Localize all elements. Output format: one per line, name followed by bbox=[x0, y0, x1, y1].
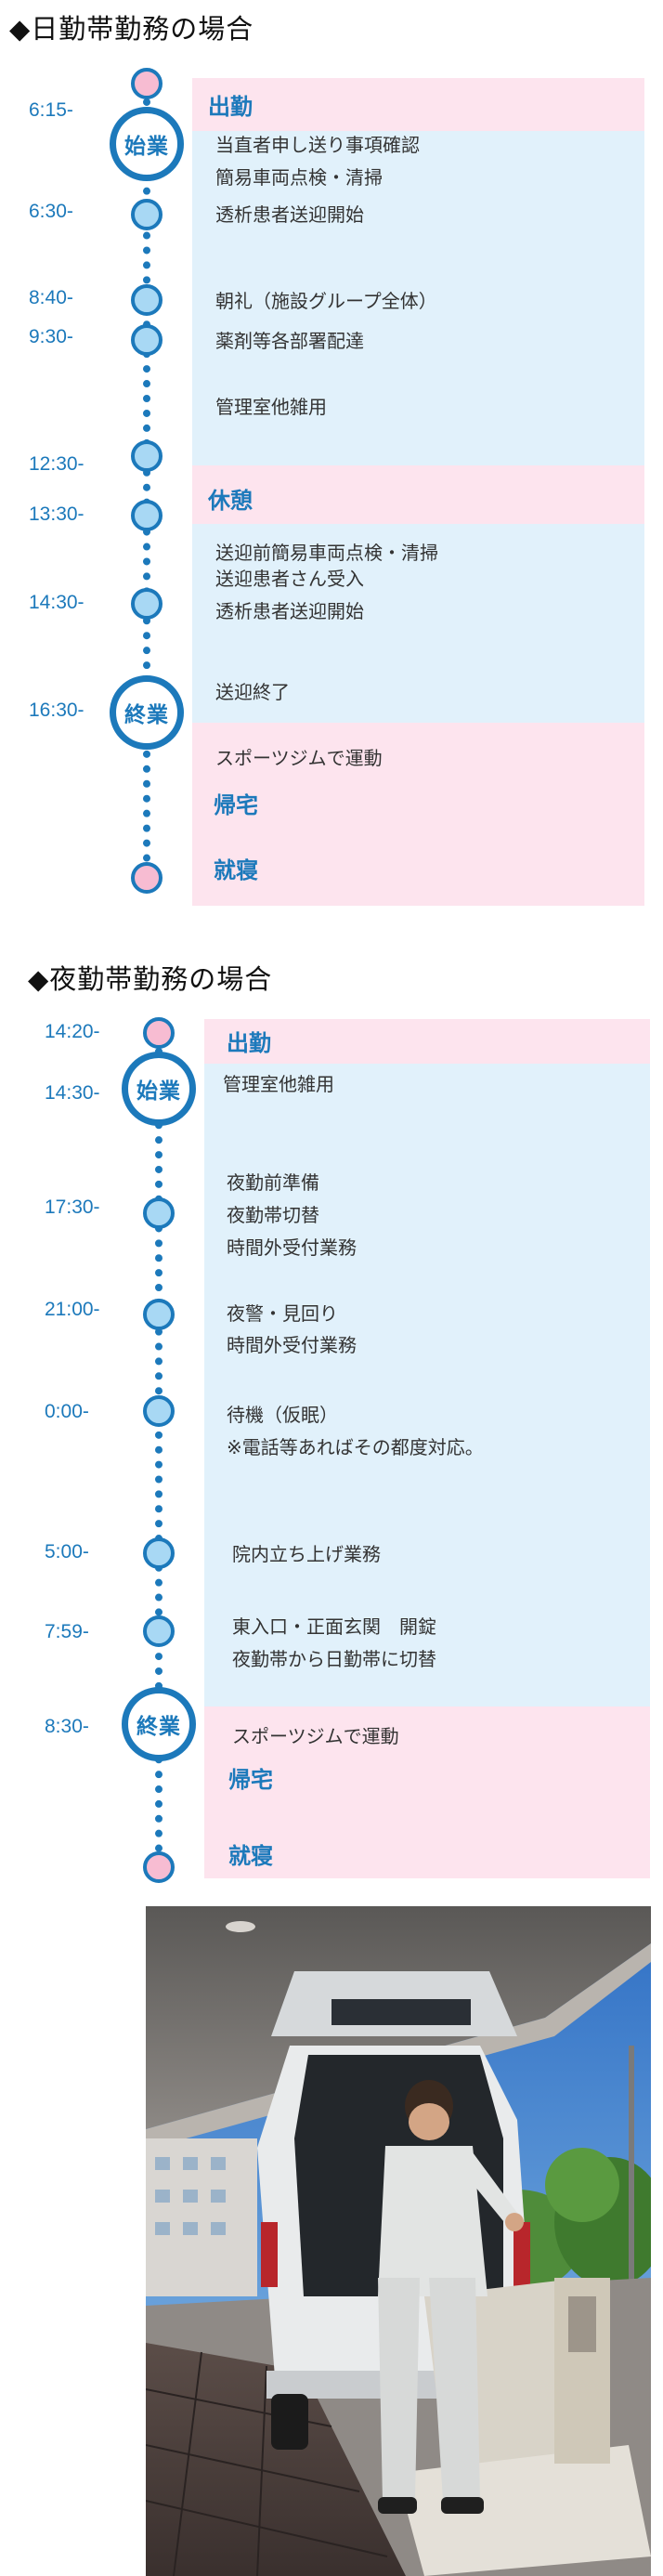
day-block-morning bbox=[192, 131, 644, 465]
day-block-break bbox=[192, 465, 644, 524]
day-item: 当直者申し送り事項確認 bbox=[215, 134, 420, 156]
day-item: 送迎患者さん受入 bbox=[215, 568, 364, 590]
night-block-arrive bbox=[204, 1019, 650, 1064]
day-item: スポーツジムで運動 bbox=[215, 747, 383, 769]
night-dot-0500 bbox=[143, 1537, 175, 1569]
night-item: 管理室他雑用 bbox=[223, 1073, 334, 1095]
night-item: 時間外受付業務 bbox=[227, 1334, 357, 1356]
day-dot-1430 bbox=[131, 588, 162, 620]
day-label-home: 帰宅 bbox=[214, 792, 258, 818]
day-time: 9:30- bbox=[29, 326, 73, 347]
night-dot-0759 bbox=[143, 1615, 175, 1647]
day-time: 14:30- bbox=[29, 592, 84, 613]
night-end-badge: 終業 bbox=[122, 1687, 196, 1761]
night-block-duty bbox=[204, 1064, 650, 1706]
day-item: 簡易車両点検・清掃 bbox=[215, 166, 383, 189]
day-dot-arrive bbox=[131, 68, 162, 99]
night-item: 時間外受付業務 bbox=[227, 1236, 357, 1259]
day-time: 13:30- bbox=[29, 503, 84, 525]
night-item: 東入口・正面玄関 開錠 bbox=[232, 1615, 436, 1638]
night-time: 14:20- bbox=[45, 1021, 100, 1042]
day-time: 6:30- bbox=[29, 201, 73, 222]
night-start-badge: 始業 bbox=[122, 1052, 196, 1126]
day-block-after-work bbox=[192, 723, 644, 906]
day-label-sleep: 就寝 bbox=[214, 857, 258, 883]
day-item: 薬剤等各部署配達 bbox=[215, 330, 364, 352]
night-dot-arrive bbox=[143, 1017, 175, 1049]
day-item: 管理室他雑用 bbox=[215, 396, 327, 418]
day-start-badge: 始業 bbox=[110, 107, 184, 181]
day-time: 8:40- bbox=[29, 287, 73, 308]
day-dot-0840 bbox=[131, 284, 162, 316]
night-item: 夜警・見回り bbox=[227, 1302, 338, 1325]
day-shift-heading: ◆日勤帯勤務の場合 bbox=[9, 13, 254, 45]
day-block-arrive bbox=[192, 78, 644, 131]
night-time: 7:59- bbox=[45, 1621, 89, 1642]
day-timeline-line bbox=[143, 84, 150, 877]
day-time: 12:30- bbox=[29, 453, 84, 475]
night-time: 0:00- bbox=[45, 1401, 89, 1422]
night-item: ※電話等あればその都度対応。 bbox=[227, 1436, 484, 1458]
night-dot-1730 bbox=[143, 1197, 175, 1229]
day-item: 送迎前簡易車両点検・清掃 bbox=[215, 542, 438, 564]
night-item: 待機（仮眠） bbox=[227, 1404, 338, 1426]
day-dot-0630 bbox=[131, 199, 162, 230]
day-label-break: 休憩 bbox=[208, 488, 253, 514]
night-time: 17:30- bbox=[45, 1196, 100, 1218]
day-item: 朝礼（施設グループ全体） bbox=[215, 290, 437, 312]
night-item: 夜勤帯切替 bbox=[227, 1204, 319, 1226]
van-photo bbox=[146, 1906, 651, 2576]
night-time: 5:00- bbox=[45, 1541, 89, 1563]
day-dot-1330 bbox=[131, 500, 162, 531]
day-item: 送迎終了 bbox=[215, 681, 290, 703]
night-item: 夜勤前準備 bbox=[227, 1171, 319, 1194]
night-label-home: 帰宅 bbox=[228, 1767, 273, 1793]
day-dot-0930 bbox=[131, 324, 162, 356]
day-block-afternoon bbox=[192, 524, 644, 723]
night-dot-2100 bbox=[143, 1299, 175, 1330]
day-dot-1230 bbox=[131, 440, 162, 472]
night-timeline-line bbox=[155, 1033, 162, 1867]
night-label-sleep: 就寝 bbox=[228, 1843, 273, 1869]
night-label-arrive: 出勤 bbox=[227, 1030, 271, 1056]
day-label-arrive: 出勤 bbox=[208, 94, 253, 120]
night-time: 14:30- bbox=[45, 1082, 100, 1104]
night-time: 8:30- bbox=[45, 1716, 89, 1737]
day-time: 16:30- bbox=[29, 700, 84, 721]
night-dot-sleep bbox=[143, 1851, 175, 1883]
night-item: 夜勤帯から日勤帯に切替 bbox=[232, 1648, 436, 1670]
day-item: 透析患者送迎開始 bbox=[215, 203, 364, 226]
night-time: 21:00- bbox=[45, 1299, 100, 1320]
night-item: スポーツジムで運動 bbox=[232, 1725, 399, 1747]
night-shift-heading: ◆夜勤帯勤務の場合 bbox=[28, 963, 273, 995]
day-time: 6:15- bbox=[29, 99, 73, 121]
night-block-after-work bbox=[204, 1706, 650, 1878]
day-dot-sleep bbox=[131, 862, 162, 894]
night-dot-0000 bbox=[143, 1395, 175, 1427]
day-item: 透析患者送迎開始 bbox=[215, 600, 364, 622]
night-item: 院内立ち上げ業務 bbox=[232, 1543, 381, 1565]
day-end-badge: 終業 bbox=[110, 675, 184, 750]
